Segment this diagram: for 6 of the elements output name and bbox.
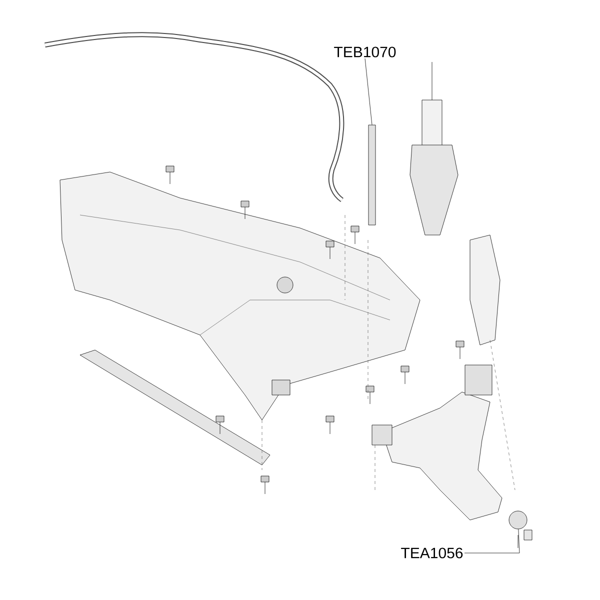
callout-label: TEA1056 — [401, 548, 463, 558]
stabilizer-link — [368, 124, 376, 226]
callout-label: TEB1070 — [334, 46, 396, 58]
leader-line — [364, 58, 372, 125]
ball-joint — [508, 510, 528, 530]
leader-line — [464, 529, 520, 554]
